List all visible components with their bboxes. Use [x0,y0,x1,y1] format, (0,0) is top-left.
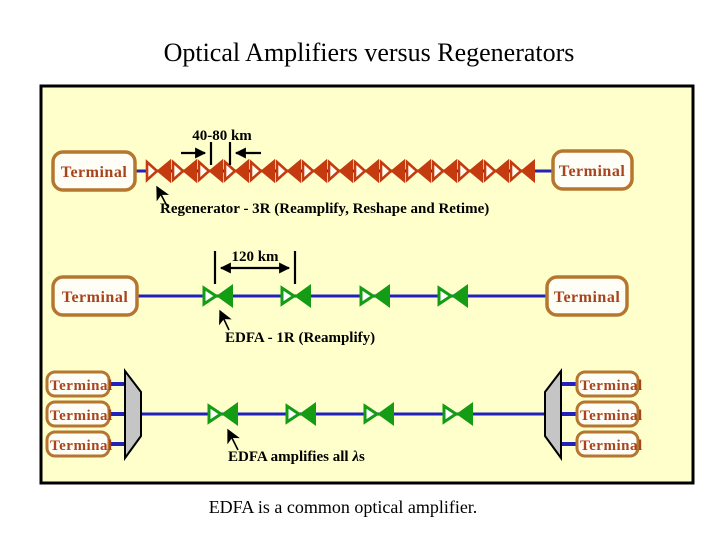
regenerator-link-row: Terminal Terminal 40-80 km Regenerator -… [51,128,634,217]
distance-label: 40-80 km [192,128,252,144]
terminal-box [551,149,634,191]
terminal-label: Terminal [62,289,129,306]
terminal-box [45,400,111,428]
demux-trapezoid [544,368,562,462]
terminal-label: Terminal [580,438,643,454]
terminal-label: Terminal [50,438,113,454]
terminal-label: Terminal [50,408,113,424]
terminal-label: Terminal [61,164,128,181]
wdm-terminals-right: Terminal Terminal Terminal [575,370,643,458]
regenerator-label: Regenerator - 3R (Reamplify, Reshape and… [160,201,489,217]
wdm-link-row: Terminal Terminal Terminal Terminal Term… [45,368,643,465]
terminal-box [45,430,111,458]
terminal-box [575,370,640,398]
terminal-label: Terminal [580,408,643,424]
pointer-arrow [156,185,170,207]
terminal-box [51,275,139,317]
terminal-label: Terminal [554,289,621,306]
distance-label: 120 km [231,249,279,265]
terminal-box [575,430,640,458]
slide-title: Optical Amplifiers versus Regenerators [164,38,575,67]
terminal-label: Terminal [559,163,626,180]
distance-marker-40-80km: 40-80 km [181,128,261,165]
edfa-link-row: Terminal Terminal 120 km EDFA - 1R (Ream… [51,249,629,346]
mux-trapezoid [124,368,142,462]
terminal-box [545,275,629,317]
terminal-box [575,400,640,428]
terminal-box [51,150,137,192]
distance-marker-120km: 120 km [213,249,297,284]
terminal-label: Terminal [50,378,113,394]
edfa-all-lambdas-label: EDFA amplifies all λs [228,449,365,465]
pointer-arrow [219,309,232,331]
terminal-label: Terminal [580,378,643,394]
terminal-box [45,370,111,398]
edfa-label: EDFA - 1R (Reamplify) [225,330,375,346]
pointer-arrow [227,428,240,451]
wdm-terminals-left: Terminal Terminal Terminal [45,370,113,458]
slide-caption: EDFA is a common optical amplifier. [209,497,478,517]
